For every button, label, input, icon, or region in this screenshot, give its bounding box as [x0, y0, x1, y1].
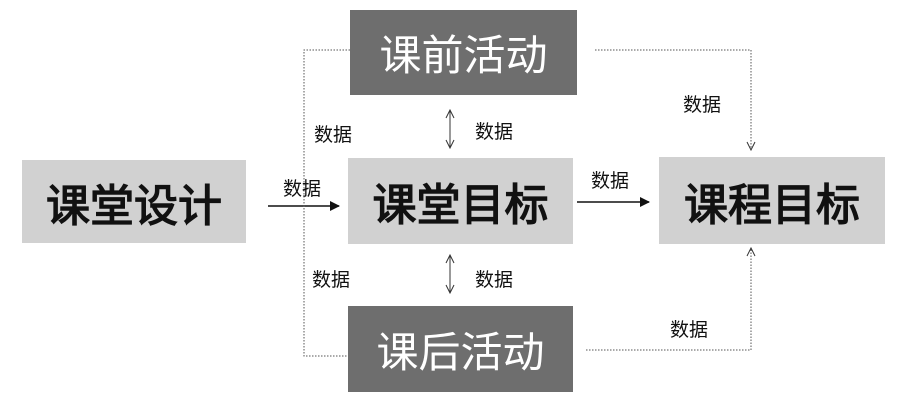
dotted-left-bracket	[303, 49, 350, 357]
node-classroom-design: 课堂设计	[22, 160, 246, 243]
node-course-goal-label: 课程目标	[684, 179, 860, 231]
node-classroom-goal: 课堂目标	[348, 158, 573, 244]
node-post-class-label: 课后活动	[376, 327, 545, 377]
label-goal-to-post: 数据	[475, 269, 514, 291]
node-classroom-design-label: 课堂设计	[46, 180, 222, 232]
label-left-upper: 数据	[314, 124, 353, 146]
node-classroom-goal-label: 课堂目标	[372, 180, 549, 231]
label-goal-to-course: 数据	[591, 170, 630, 192]
node-pre-class: 课前活动	[350, 10, 577, 95]
dotted-post-to-course	[586, 248, 751, 351]
node-course-goal: 课程目标	[659, 157, 885, 244]
dotted-pre-to-course	[595, 49, 751, 150]
label-post-to-course: 数据	[670, 319, 709, 341]
node-pre-class-label: 课前活动	[379, 31, 548, 80]
label-design-to-goal: 数据	[283, 178, 322, 200]
label-pre-to-course: 数据	[683, 94, 722, 116]
label-left-lower: 数据	[312, 269, 351, 291]
node-post-class: 课后活动	[348, 306, 573, 392]
label-pre-to-goal: 数据	[475, 121, 514, 143]
